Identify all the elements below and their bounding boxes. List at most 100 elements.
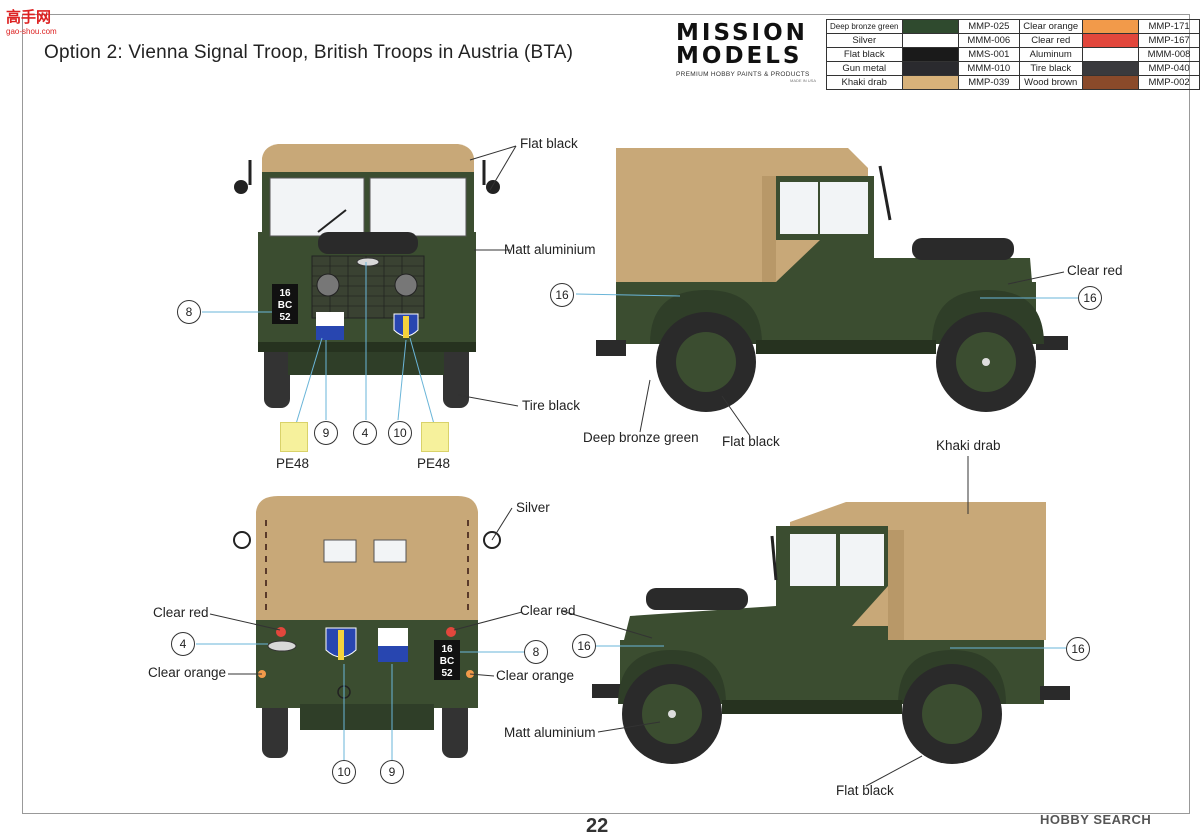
side-canopy-seam	[762, 176, 776, 282]
side-rear-hub-top	[676, 332, 736, 392]
brand-line1: MISSION	[676, 20, 808, 46]
decal-callout-4-rear: 4	[171, 632, 195, 656]
decal-callout-16-side-bottom-left: 16	[572, 634, 596, 658]
pe48-part-left	[280, 422, 308, 452]
label-tire-black: Tire black	[522, 398, 581, 413]
paint-swatch	[1081, 75, 1140, 90]
side-rear-hub-bottom	[922, 684, 982, 744]
label-flat-black-side: Flat black	[722, 434, 780, 449]
decal-callout-8-rear: 8	[524, 640, 548, 664]
front-bumper	[258, 342, 476, 352]
decal-callout-9-front: 9	[314, 421, 338, 445]
bonnet-spare-tire	[318, 232, 418, 254]
front-canopy	[262, 144, 474, 176]
side-canopy-seam-bottom	[884, 530, 904, 640]
front-decal-9-panel	[316, 312, 344, 326]
rear-canopy-ties	[265, 520, 469, 612]
rear-decal-9-panel	[378, 628, 408, 646]
label-clear-orange-left: Clear orange	[148, 665, 227, 680]
side-window-b-left	[790, 534, 836, 586]
rear-badge	[267, 640, 297, 652]
paint-row: Khaki drab MMP-039 Wood brown MMP-002	[826, 75, 1200, 90]
label-khaki-drab: Khaki drab	[936, 438, 1001, 453]
front-number-plate	[272, 284, 298, 324]
rear-canopy	[256, 496, 478, 622]
decal-callout-10-rear: 10	[332, 760, 356, 784]
page-frame	[22, 14, 1190, 814]
front-plate-line1: 16	[279, 288, 291, 299]
rear-underside	[300, 704, 434, 730]
side-chassis-top	[756, 340, 936, 354]
paint-swatch	[901, 75, 959, 90]
windscreen-left	[269, 177, 365, 237]
front-badge	[356, 257, 380, 267]
label-flat-black-bottom: Flat black	[836, 783, 894, 798]
side-front-bumper-bottom	[592, 684, 624, 698]
side-front-hubcap-top	[982, 358, 990, 366]
watermark-logo: 高手网 gao-shou.com	[6, 6, 57, 36]
windscreen-right	[369, 177, 467, 237]
front-decal-10-cross	[403, 316, 409, 338]
rear-plate-line1: 16	[441, 644, 453, 655]
front-plate-line2: BC	[278, 300, 292, 311]
side-canopy-flap	[776, 240, 820, 282]
label-clear-red-rear-left: Clear red	[153, 605, 209, 620]
decal-callout-8-front: 8	[177, 300, 201, 324]
decal-callout-9-rear: 9	[380, 760, 404, 784]
rear-decal-10-cross	[338, 630, 344, 660]
rear-right-red-light	[446, 627, 456, 637]
label-matt-aluminium-top: Matt aluminium	[504, 242, 596, 257]
side-window-b-right	[840, 534, 884, 586]
right-headlight	[394, 273, 418, 297]
decal-callout-4-front: 4	[353, 421, 377, 445]
side-front-hubcap-bottom	[668, 710, 676, 718]
side-canopy-flap-bottom	[852, 586, 888, 626]
rear-window-right	[373, 539, 407, 563]
page-number: 22	[586, 815, 609, 837]
side-bonnet-top	[874, 258, 1032, 282]
paint-swatch	[1081, 61, 1140, 76]
paint-row: Gun metal MMM-010 Tire black MMP-040	[826, 61, 1200, 76]
label-silver: Silver	[516, 500, 550, 515]
side-window-left	[780, 182, 818, 234]
paint-row: Deep bronze green MMP-025 Clear orange M…	[826, 19, 1200, 34]
decal-lines	[196, 262, 1078, 760]
source-watermark: HOBBY SEARCH	[1040, 812, 1152, 827]
label-clear-orange-right: Clear orange	[496, 668, 575, 683]
paint-name: Wood brown	[1018, 75, 1083, 90]
side-chassis-bottom	[722, 700, 902, 714]
label-flat-black-top: Flat black	[520, 136, 578, 151]
rear-number-plate	[434, 640, 460, 680]
page-title: Option 2: Vienna Signal Troop, British T…	[44, 42, 574, 63]
label-pe48-right: PE48	[417, 456, 451, 471]
side-rear-bumper-top	[596, 340, 626, 356]
label-deep-bronze-green: Deep bronze green	[583, 430, 699, 445]
rear-view: 16 BC 52	[233, 496, 501, 758]
side-mirror-arm-bottom	[770, 535, 778, 581]
decal-callout-16-side-top-left: 16	[550, 283, 574, 307]
brand-small: MADE IN USA	[789, 78, 816, 83]
watermark-url: gao-shou.com	[6, 27, 57, 36]
label-pe48-left: PE48	[276, 456, 310, 471]
paint-row: Silver MMM-006 Clear red MMP-167	[826, 33, 1200, 48]
left-mirror	[234, 180, 248, 194]
watermark-name: 高手网	[6, 9, 52, 26]
right-mirror	[486, 180, 500, 194]
brand-logo: MISSION MODELS PREMIUM HOBBY PAINTS & PR…	[676, 20, 816, 84]
decal-callout-10-front: 10	[388, 421, 412, 445]
paint-table: Deep bronze green MMP-025 Clear orange M…	[826, 19, 1200, 90]
label-clear-red-rear-right: Clear red	[520, 603, 576, 618]
wiper	[317, 209, 347, 233]
side-front-bumper-top	[1036, 336, 1068, 350]
rear-plate-line3: 52	[441, 668, 453, 679]
pe48-part-right	[421, 422, 449, 452]
side-bonnet-bottom	[624, 606, 776, 640]
side-spare-tire-top	[912, 238, 1014, 260]
brand-tagline: PREMIUM HOBBY PAINTS & PRODUCTS	[676, 71, 810, 78]
front-plate-line3: 52	[279, 312, 291, 323]
paint-swatch	[901, 33, 959, 48]
side-mirror-arm-top	[878, 165, 892, 221]
decal-callout-16-side-top-right: 16	[1078, 286, 1102, 310]
paint-swatch	[901, 19, 959, 34]
